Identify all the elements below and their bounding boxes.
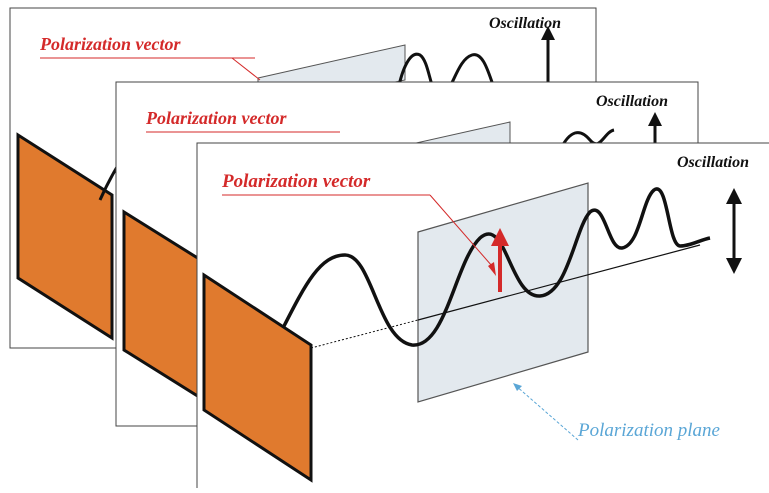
panel-front-wave bbox=[281, 187, 711, 347]
panel-front: Polarization vector Oscillation Polariza… bbox=[196, 142, 769, 493]
panel-front-polarization-plane-label: Polarization plane bbox=[577, 420, 720, 441]
panel-back-source-plate bbox=[16, 132, 114, 341]
panel-middle-wave bbox=[558, 128, 615, 151]
panel-front-polarization-vector-label: Polarization vector bbox=[221, 171, 371, 192]
panel-back-oscillation-label: Oscillation bbox=[489, 15, 561, 32]
panel-front-plane-label-leader bbox=[514, 384, 579, 441]
panel-middle-polarization-vector-label: Polarization vector bbox=[145, 108, 287, 128]
panel-front-propagation-axis-dashed bbox=[310, 319, 419, 349]
panel-back-polarization-vector-label: Polarization vector bbox=[39, 34, 181, 54]
panel-middle-oscillation-label: Oscillation bbox=[596, 93, 668, 110]
panel-front-oscillation-label: Oscillation bbox=[677, 154, 749, 171]
panel-front-source-plate bbox=[202, 272, 313, 483]
